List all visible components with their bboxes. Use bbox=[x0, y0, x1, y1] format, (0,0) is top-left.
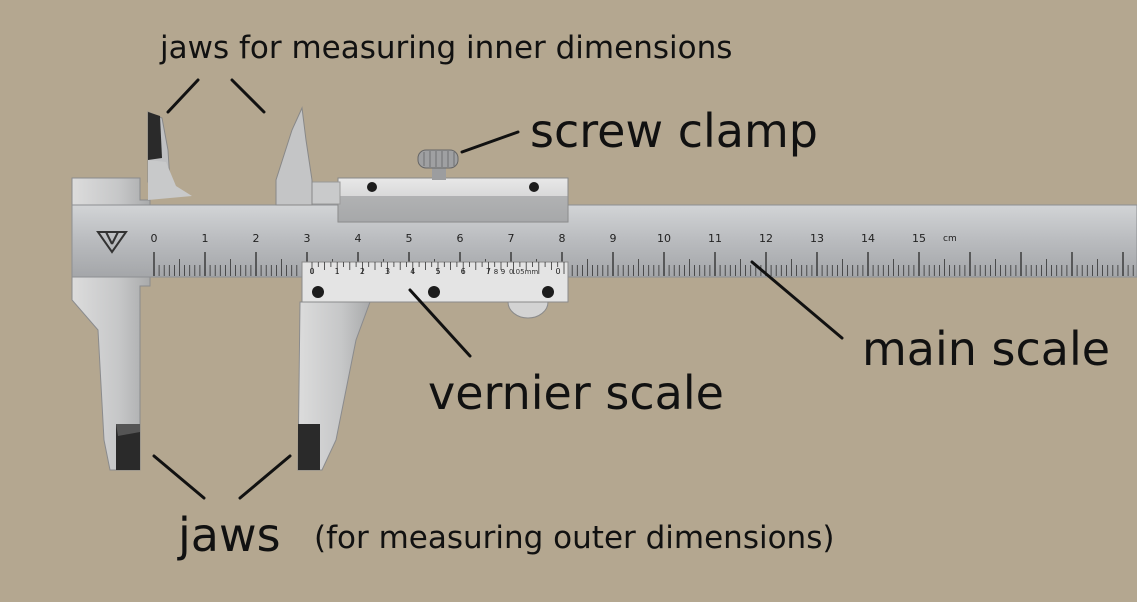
moving-jaw-tip bbox=[298, 424, 320, 470]
label-vernier-scale: vernier scale bbox=[428, 366, 724, 420]
main-scale-number: 13 bbox=[810, 232, 824, 245]
main-scale-number: 6 bbox=[457, 232, 464, 245]
main-scale-number: 5 bbox=[406, 232, 413, 245]
vernier-number: 0 bbox=[309, 267, 314, 276]
main-scale-number: 8 bbox=[559, 232, 566, 245]
fixed-inner-jaw-tip bbox=[148, 112, 162, 160]
vernier-number: 5 bbox=[435, 267, 440, 276]
main-scale-number: 3 bbox=[304, 232, 311, 245]
label-main-scale: main scale bbox=[862, 322, 1111, 376]
slider-top-groove bbox=[338, 196, 568, 222]
label-screw-clamp: screw clamp bbox=[530, 104, 818, 158]
vernier-number: 0 bbox=[555, 267, 560, 276]
jaws-pointer-left bbox=[152, 454, 206, 500]
main-scale-number: 7 bbox=[508, 232, 515, 245]
main-scale-number: 0 bbox=[151, 232, 158, 245]
jaws-pointer-right bbox=[238, 454, 292, 500]
main-scale-unit: cm bbox=[943, 234, 957, 244]
main-scale-number: 11 bbox=[708, 232, 722, 245]
slider-rivet bbox=[529, 182, 539, 192]
vernier-rivet bbox=[542, 286, 554, 298]
vernier-number: 6 bbox=[461, 267, 466, 276]
inner-jaws-pointer-right bbox=[230, 78, 266, 114]
vernier-rivet bbox=[312, 286, 324, 298]
label-inner-jaws: jaws for measuring inner dimensions bbox=[160, 30, 733, 66]
vernier-scale-pointer bbox=[408, 288, 472, 358]
vernier-number: 4 bbox=[410, 267, 415, 276]
main-beam bbox=[71, 204, 1137, 278]
main-scale-ticks bbox=[153, 252, 1134, 276]
vernier-number: 3 bbox=[385, 267, 390, 276]
main-scale-pointer bbox=[750, 260, 844, 340]
label-jaws: jaws bbox=[178, 508, 281, 562]
vernier-number: 2 bbox=[360, 267, 365, 276]
inner-jaws-pointer-left bbox=[166, 78, 200, 114]
main-scale-number: 12 bbox=[759, 232, 773, 245]
main-scale-number: 1 bbox=[202, 232, 209, 245]
vernier-number: 9 bbox=[501, 268, 505, 276]
label-jaws-detail: (for measuring outer dimensions) bbox=[314, 520, 835, 556]
slider-rivet bbox=[367, 182, 377, 192]
main-scale-number: 14 bbox=[861, 232, 875, 245]
fixed-inner-jaw-neck bbox=[148, 160, 192, 200]
vernier-rivet bbox=[428, 286, 440, 298]
vernier-number: 8 bbox=[494, 268, 498, 276]
vernier-precision-note: 0.05mm bbox=[509, 268, 538, 276]
vernier-number: 7 bbox=[486, 267, 491, 276]
fixed-jaw-tip-shade bbox=[116, 424, 140, 436]
brand-logo-icon bbox=[96, 231, 128, 254]
main-scale-number: 2 bbox=[253, 232, 260, 245]
moving-inner-jaw bbox=[275, 106, 313, 206]
screw-knurl bbox=[423, 151, 455, 167]
main-scale-number: 4 bbox=[355, 232, 362, 245]
main-scale-number: 10 bbox=[657, 232, 671, 245]
vernier-scale-ticks bbox=[311, 262, 565, 274]
main-scale-number: 15 bbox=[912, 232, 926, 245]
pointer-lines bbox=[152, 78, 844, 500]
vernier-number: 1 bbox=[335, 267, 340, 276]
main-scale-number: 9 bbox=[610, 232, 617, 245]
screw-clamp-pointer bbox=[460, 130, 520, 154]
thumb-wheel bbox=[507, 301, 549, 319]
